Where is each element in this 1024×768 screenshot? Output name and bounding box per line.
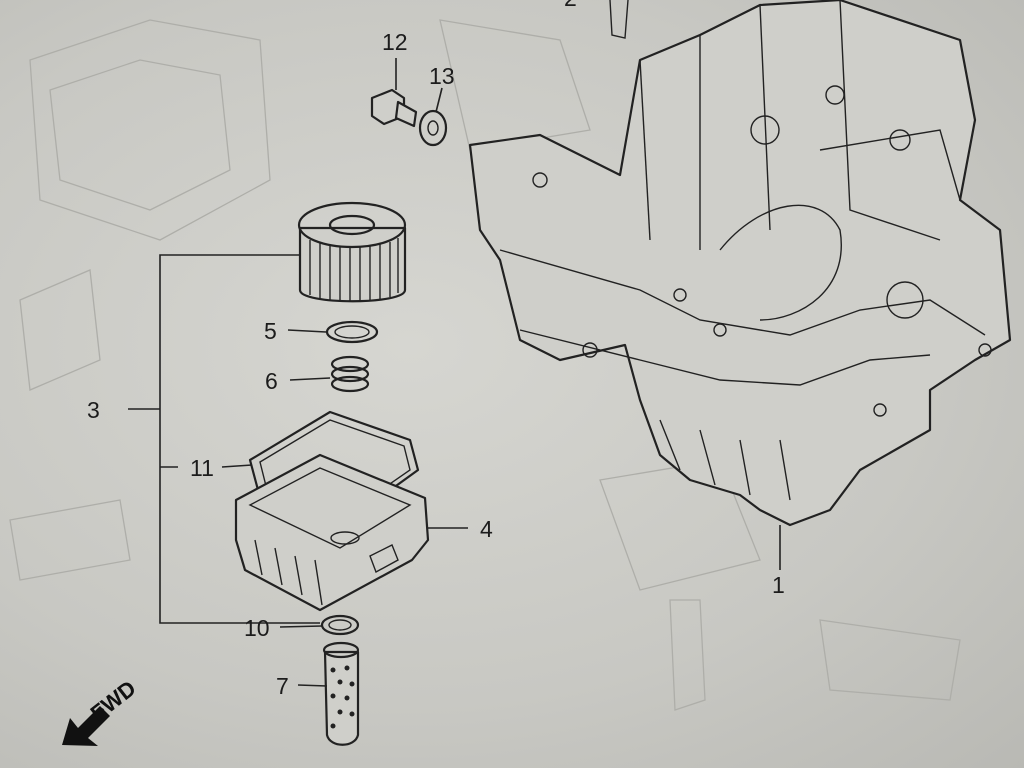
part-label-13: 13 bbox=[429, 63, 455, 89]
part-label-7: 7 bbox=[276, 673, 289, 699]
drain-bolt-washer bbox=[418, 109, 448, 147]
o-ring-10 bbox=[320, 614, 360, 636]
leader-13 bbox=[435, 87, 443, 113]
part-label-1: 1 bbox=[772, 572, 785, 598]
oil-filter-cartridge bbox=[297, 201, 407, 303]
leader-6 bbox=[289, 377, 331, 381]
leader-10 bbox=[279, 625, 323, 628]
fwd-label: FWD bbox=[86, 675, 141, 726]
part-label-4: 4 bbox=[480, 516, 493, 542]
arrow-down-left-icon bbox=[62, 706, 110, 746]
part-label-3: 3 bbox=[87, 397, 100, 423]
leader-5 bbox=[287, 329, 327, 333]
spring bbox=[330, 355, 370, 393]
leader-11 bbox=[221, 464, 253, 468]
leader-7 bbox=[297, 684, 328, 687]
part-label-6: 6 bbox=[265, 368, 278, 394]
part-label-12: 12 bbox=[382, 29, 408, 55]
part-label-10: 10 bbox=[244, 615, 270, 641]
part-label-2: 2 bbox=[564, 0, 577, 11]
part-label-11: 11 bbox=[190, 455, 214, 481]
part-label-5: 5 bbox=[264, 318, 277, 344]
drain-bolt bbox=[370, 88, 418, 128]
oil-strainer-screen bbox=[322, 641, 360, 746]
group-bracket-3 bbox=[128, 254, 320, 624]
fwd-direction-indicator: FWD bbox=[62, 675, 141, 746]
strainer-cover bbox=[234, 453, 430, 612]
o-ring-5 bbox=[325, 320, 379, 344]
oil-pan-lower-crankcase bbox=[468, 0, 1012, 527]
